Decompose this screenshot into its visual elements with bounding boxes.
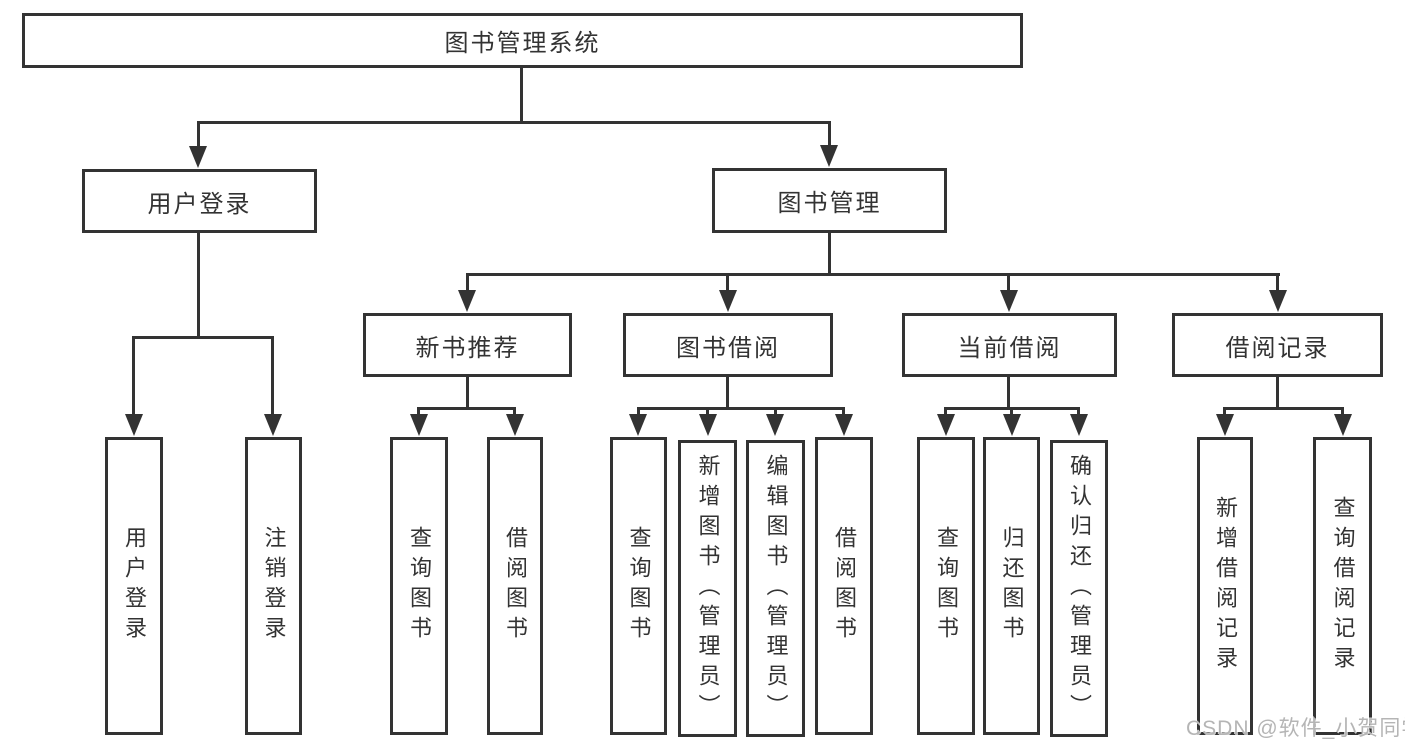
connector-arrow-down — [1070, 414, 1088, 436]
node-label: 图书借阅 — [676, 334, 780, 362]
connector-line — [828, 233, 831, 275]
connector-line — [513, 407, 516, 417]
connector-line — [842, 407, 845, 417]
node-current-borrowing: 当前借阅 — [902, 313, 1117, 377]
node-leaf-add-borrow-record: 新增借阅记录 — [1197, 437, 1253, 735]
connector-arrow-down — [264, 414, 282, 436]
connector-arrow-down — [719, 290, 737, 312]
connector-line — [1077, 407, 1080, 417]
connector-line — [1007, 377, 1010, 410]
connector-arrow-down — [1000, 290, 1018, 312]
node-leaf-query-books-3: 查询图书 — [917, 437, 975, 735]
node-label: 当前借阅 — [957, 334, 1062, 362]
node-label: 查询图书 — [934, 526, 959, 646]
connector-line — [466, 377, 469, 410]
connector-line — [520, 68, 523, 121]
node-label: 查询借阅记录 — [1330, 496, 1356, 676]
node-label: 查询图书 — [407, 526, 432, 646]
node-label: 图书管理 — [777, 190, 882, 217]
connector-arrow-down — [458, 290, 476, 312]
node-leaf-user-login: 用户登录 — [105, 437, 163, 735]
node-label: 归还图书 — [999, 526, 1025, 646]
node-leaf-add-book-admin: 新增图书（管理员） — [678, 440, 737, 737]
node-new-book-recommendation: 新书推荐 — [363, 313, 572, 377]
node-leaf-borrow-books-2: 借阅图书 — [815, 437, 873, 735]
node-book-borrowing: 图书借阅 — [623, 313, 833, 377]
node-label: 图书管理系统 — [444, 30, 601, 57]
connector-line — [417, 407, 516, 410]
connector-arrow-down — [699, 414, 717, 436]
node-label: 编辑图书（管理员） — [763, 453, 789, 724]
node-leaf-borrow-books-1: 借阅图书 — [487, 437, 543, 735]
node-label: 新书推荐 — [415, 334, 520, 362]
connector-line — [197, 233, 200, 338]
connector-arrow-down — [410, 414, 428, 436]
connector-line — [132, 336, 274, 339]
connector-arrow-down — [835, 414, 853, 436]
connector-line — [637, 407, 845, 410]
connector-line — [466, 273, 1280, 276]
node-library-management-system: 图书管理系统 — [22, 13, 1023, 68]
connector-arrow-down — [506, 414, 524, 436]
node-label: 注销登录 — [261, 526, 287, 646]
node-leaf-return-books: 归还图书 — [983, 437, 1040, 735]
node-leaf-query-books-1: 查询图书 — [390, 437, 448, 735]
connector-arrow-down — [629, 414, 647, 436]
connector-line — [271, 336, 274, 416]
node-label: 借阅图书 — [503, 526, 528, 646]
connector-line — [828, 121, 831, 147]
connector-line — [706, 407, 709, 417]
connector-arrow-down — [820, 145, 838, 167]
connector-arrow-down — [937, 414, 955, 436]
connector-line — [1010, 407, 1013, 417]
connector-line — [417, 407, 420, 417]
connector-line — [1276, 377, 1279, 410]
connector-line — [1007, 273, 1010, 293]
node-label: 确认归还（管理员） — [1067, 453, 1092, 724]
connector-line — [726, 377, 729, 410]
connector-line — [1341, 407, 1344, 417]
connector-line — [774, 407, 777, 417]
connector-arrow-down — [1269, 290, 1287, 312]
connector-line — [637, 407, 640, 417]
connector-line — [132, 336, 135, 416]
connector-line — [944, 407, 947, 417]
connector-line — [197, 121, 831, 124]
node-leaf-query-borrow-record: 查询借阅记录 — [1313, 437, 1372, 735]
node-label: 用户登录 — [147, 190, 252, 218]
connector-arrow-down — [1216, 414, 1234, 436]
node-label: 新增借阅记录 — [1213, 496, 1238, 676]
connector-line — [197, 121, 200, 148]
node-borrowing-records: 借阅记录 — [1172, 313, 1383, 377]
connector-line — [1223, 407, 1226, 417]
connector-arrow-down — [1334, 414, 1352, 436]
node-label: 新增图书（管理员） — [695, 453, 721, 724]
connector-line — [1223, 407, 1344, 410]
node-label: 借阅图书 — [832, 526, 857, 646]
node-book-management: 图书管理 — [712, 168, 947, 233]
node-label: 用户登录 — [122, 526, 147, 646]
watermark-text: CSDN @软件_小贺同学 — [1186, 717, 1405, 740]
node-label: 查询图书 — [626, 526, 652, 646]
connector-arrow-down — [1003, 414, 1021, 436]
node-leaf-query-books-2: 查询图书 — [610, 437, 667, 735]
node-leaf-logout: 注销登录 — [245, 437, 302, 735]
node-label: 借阅记录 — [1225, 334, 1330, 362]
connector-arrow-down — [766, 414, 784, 436]
connector-line — [1276, 273, 1279, 293]
node-leaf-edit-book-admin: 编辑图书（管理员） — [746, 440, 805, 737]
node-leaf-confirm-return-admin: 确认归还（管理员） — [1050, 440, 1108, 737]
connector-arrow-down — [125, 414, 143, 436]
connector-arrow-down — [189, 146, 207, 168]
node-user-login: 用户登录 — [82, 169, 317, 233]
connector-line — [726, 273, 729, 293]
connector-line — [466, 273, 469, 293]
